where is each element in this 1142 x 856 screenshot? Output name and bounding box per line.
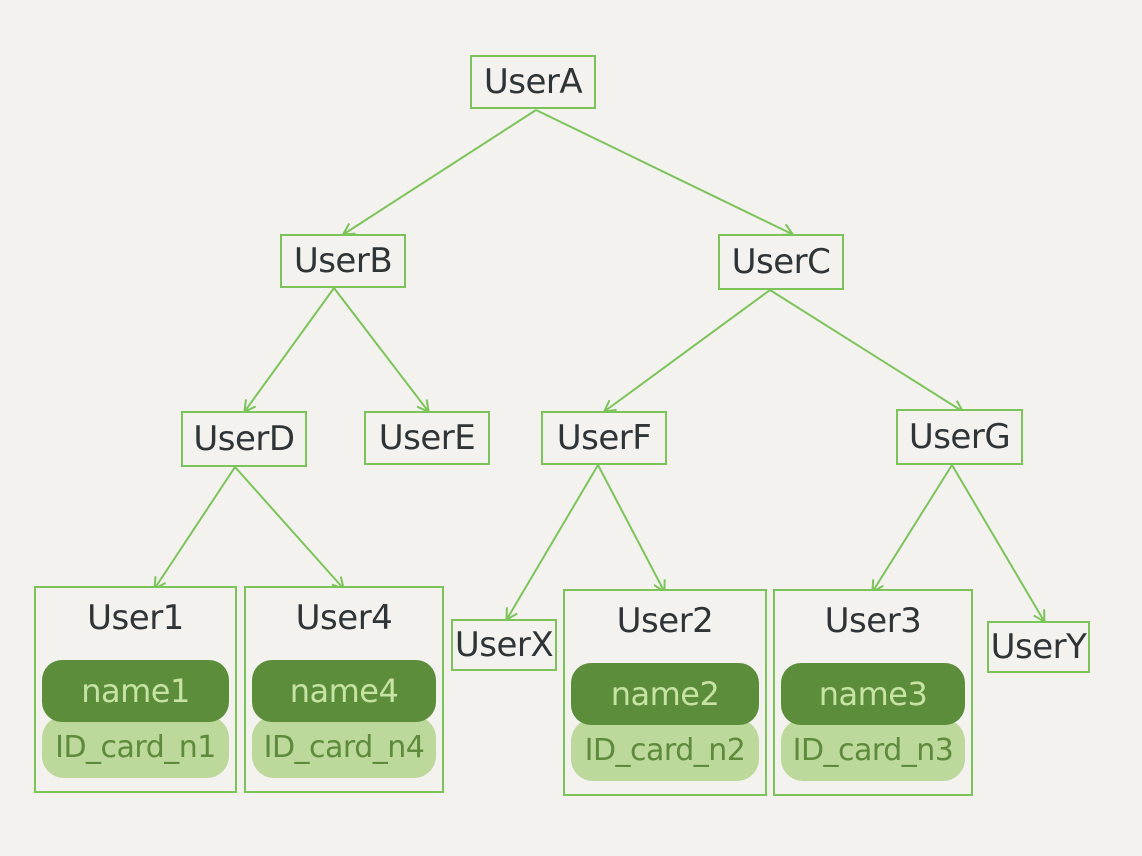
id-card-field: ID_card_n3 [781, 719, 965, 781]
id-card-field: ID_card_n2 [571, 719, 759, 781]
edge-d-4 [234, 466, 343, 588]
node-user-f: UserF [541, 411, 667, 465]
name-field: name2 [571, 663, 759, 725]
name-field: name4 [252, 660, 436, 722]
leaf-title: User3 [824, 601, 922, 641]
node-user-d: UserD [181, 411, 307, 467]
leaf-title: User2 [616, 601, 714, 641]
leaf-user-2: User2 ID_card_n2 name2 [563, 589, 767, 796]
node-user-y: UserY [987, 621, 1090, 673]
name-field: name1 [42, 660, 229, 722]
node-user-c: UserC [718, 234, 844, 290]
edge-g-y [951, 464, 1044, 621]
id-card-field: ID_card_n1 [42, 716, 229, 778]
edge-g-3 [873, 464, 953, 591]
leaf-title: User4 [295, 598, 393, 638]
edge-a-b [344, 109, 537, 234]
leaf-title: User1 [87, 598, 184, 638]
node-user-x: UserX [451, 619, 557, 671]
name-field: name3 [781, 663, 965, 725]
edge-f-2 [597, 464, 664, 591]
node-user-e: UserE [364, 411, 490, 465]
edge-a-c [535, 109, 792, 234]
edge-c-f [605, 289, 771, 411]
id-card-field: ID_card_n4 [252, 716, 436, 778]
edge-b-e [333, 287, 428, 411]
node-user-g: UserG [896, 409, 1023, 465]
leaf-user-1: User1 ID_card_n1 name1 [34, 586, 237, 793]
edge-f-x [507, 464, 599, 619]
node-user-b: UserB [280, 234, 406, 288]
node-user-a: UserA [470, 55, 596, 109]
leaf-user-4: User4 ID_card_n4 name4 [244, 586, 444, 793]
edge-c-g [769, 289, 962, 411]
edge-d-1 [155, 466, 236, 588]
leaf-user-3: User3 ID_card_n3 name3 [773, 589, 973, 796]
edge-b-d [245, 287, 335, 411]
